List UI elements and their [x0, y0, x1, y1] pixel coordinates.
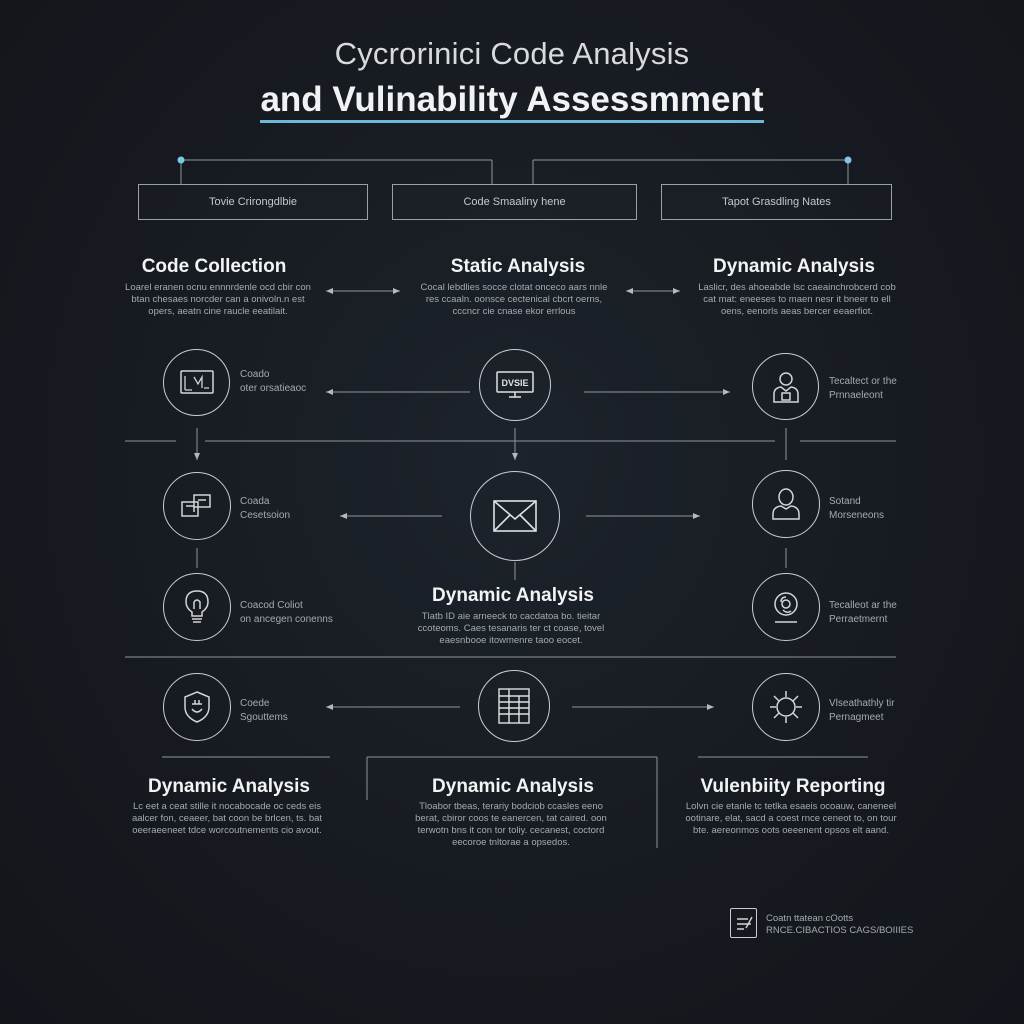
node-label-right-3-b: Perraetmernt [829, 614, 888, 625]
heading-dynamic-analysis-mid: Dynamic Analysis [432, 585, 594, 606]
desc-dynamic-analysis-bc: Tloabor tbeas, terariy bodciob ccasles e… [415, 801, 607, 848]
desc-dynamic-analysis-bl: Lc eet a ceat stille it nocabocade oc ce… [131, 801, 323, 836]
node-label-right-2-a: Sotand [829, 496, 861, 507]
heading-dynamic-analysis-bc: Dynamic Analysis [432, 776, 594, 797]
node-label-left-4: Coede Sgouttems [240, 697, 288, 725]
top-box-3: Tapot Grasdling Nates [661, 184, 892, 220]
lightbulb-icon [163, 573, 231, 641]
monitor-icon-text: DVSIE [501, 378, 528, 388]
top-box-1: Tovie Crirongdlbie [138, 184, 368, 220]
node-label-left-3-b: on ancegen conenns [240, 614, 333, 625]
node-label-right-4-b: Pernagmeet [829, 712, 884, 723]
node-label-right-4: Vlseathathly tir Pernagmeet [829, 697, 895, 725]
top-box-2: Code Smaaliny hene [392, 184, 637, 220]
node-label-right-1-a: Tecaltect or the [829, 376, 897, 387]
title-line-1: Cycrorinici Code Analysis [334, 36, 690, 71]
node-label-right-3: Tecalleot ar the Perraetmernt [829, 599, 897, 627]
node-label-left-1-a: Coado [240, 369, 270, 380]
heading-static-analysis: Static Analysis [450, 256, 586, 277]
person-icon [752, 470, 820, 538]
footer-line-2: RNCE.CIBACTIOS CAGS/BOIIIES [766, 925, 914, 936]
desc-dynamic-analysis-mid: Tlatb ID aie arneeck to cacdatoa bo. tie… [417, 611, 605, 646]
node-label-left-2-b: Cesetsoion [240, 510, 291, 521]
footer-line-1: Coatn ttatean cOotts [766, 913, 854, 924]
node-label-left-4-b: Sgouttems [240, 712, 288, 723]
footer-text: Coatn ttatean cOotts RNCE.CIBACTIOS CAGS… [766, 913, 913, 937]
node-label-right-3-a: Tecalleot ar the [829, 600, 897, 611]
node-label-left-2: Coada Cesetsoion [240, 495, 290, 523]
node-label-right-1: Tecaltect or the Prnnaeleont [829, 375, 897, 403]
desc-vulnerability-reporting: Lolvn cie etanle tc tetlka esaeis ocoauw… [685, 801, 897, 836]
top-bracket-dot-right [844, 156, 852, 164]
node-label-left-1-b: oter orsatieaoc [240, 383, 307, 394]
envelope-icon [470, 471, 560, 561]
desc-code-collection: Loarel eranen ocnu ennnrdenle ocd cbir c… [125, 282, 311, 317]
headset-icon [752, 573, 820, 641]
desc-static-analysis: Cocal lebdlies socce clotat onceco aars … [420, 282, 608, 317]
node-label-left-1: Coado oter orsatieaoc [240, 368, 306, 396]
heading-dynamic-analysis-bl: Dynamic Analysis [148, 776, 310, 797]
heading-code-collection: Code Collection [141, 256, 287, 277]
node-label-left-2-a: Coada [240, 496, 270, 507]
heading-dynamic-analysis-top: Dynamic Analysis [713, 256, 875, 277]
node-label-left-4-a: Coede [240, 698, 270, 709]
title-line-2-text: and Vulinability Assessmment [260, 80, 764, 123]
document-table-icon [478, 670, 550, 742]
node-label-right-2-b: Morseneons [829, 510, 885, 521]
heading-vulnerability-reporting: Vulenbiity Reporting [700, 776, 886, 797]
desc-dynamic-analysis-top: Laslicr, des ahoeabde lsc caeainchrobcer… [698, 282, 896, 317]
title-line-2: and Vulinability Assessmment [0, 80, 1024, 123]
node-label-right-4-a: Vlseathathly tir [829, 698, 895, 709]
top-bracket-dot-left [177, 156, 185, 164]
code-window-icon [163, 349, 230, 416]
shield-icon [163, 673, 231, 741]
monitor-icon: DVSIE [479, 349, 551, 421]
bug-gear-icon [752, 673, 820, 741]
node-label-right-2: Sotand Morseneons [829, 495, 884, 523]
checklist-icon [730, 908, 757, 938]
node-label-left-3: Coacod Coliot on ancegen conenns [240, 599, 333, 627]
node-label-right-1-b: Prnnaeleont [829, 390, 883, 401]
node-label-left-3-a: Coacod Coliot [240, 600, 303, 611]
linked-windows-icon [163, 472, 231, 540]
person-badge-icon [752, 353, 819, 420]
